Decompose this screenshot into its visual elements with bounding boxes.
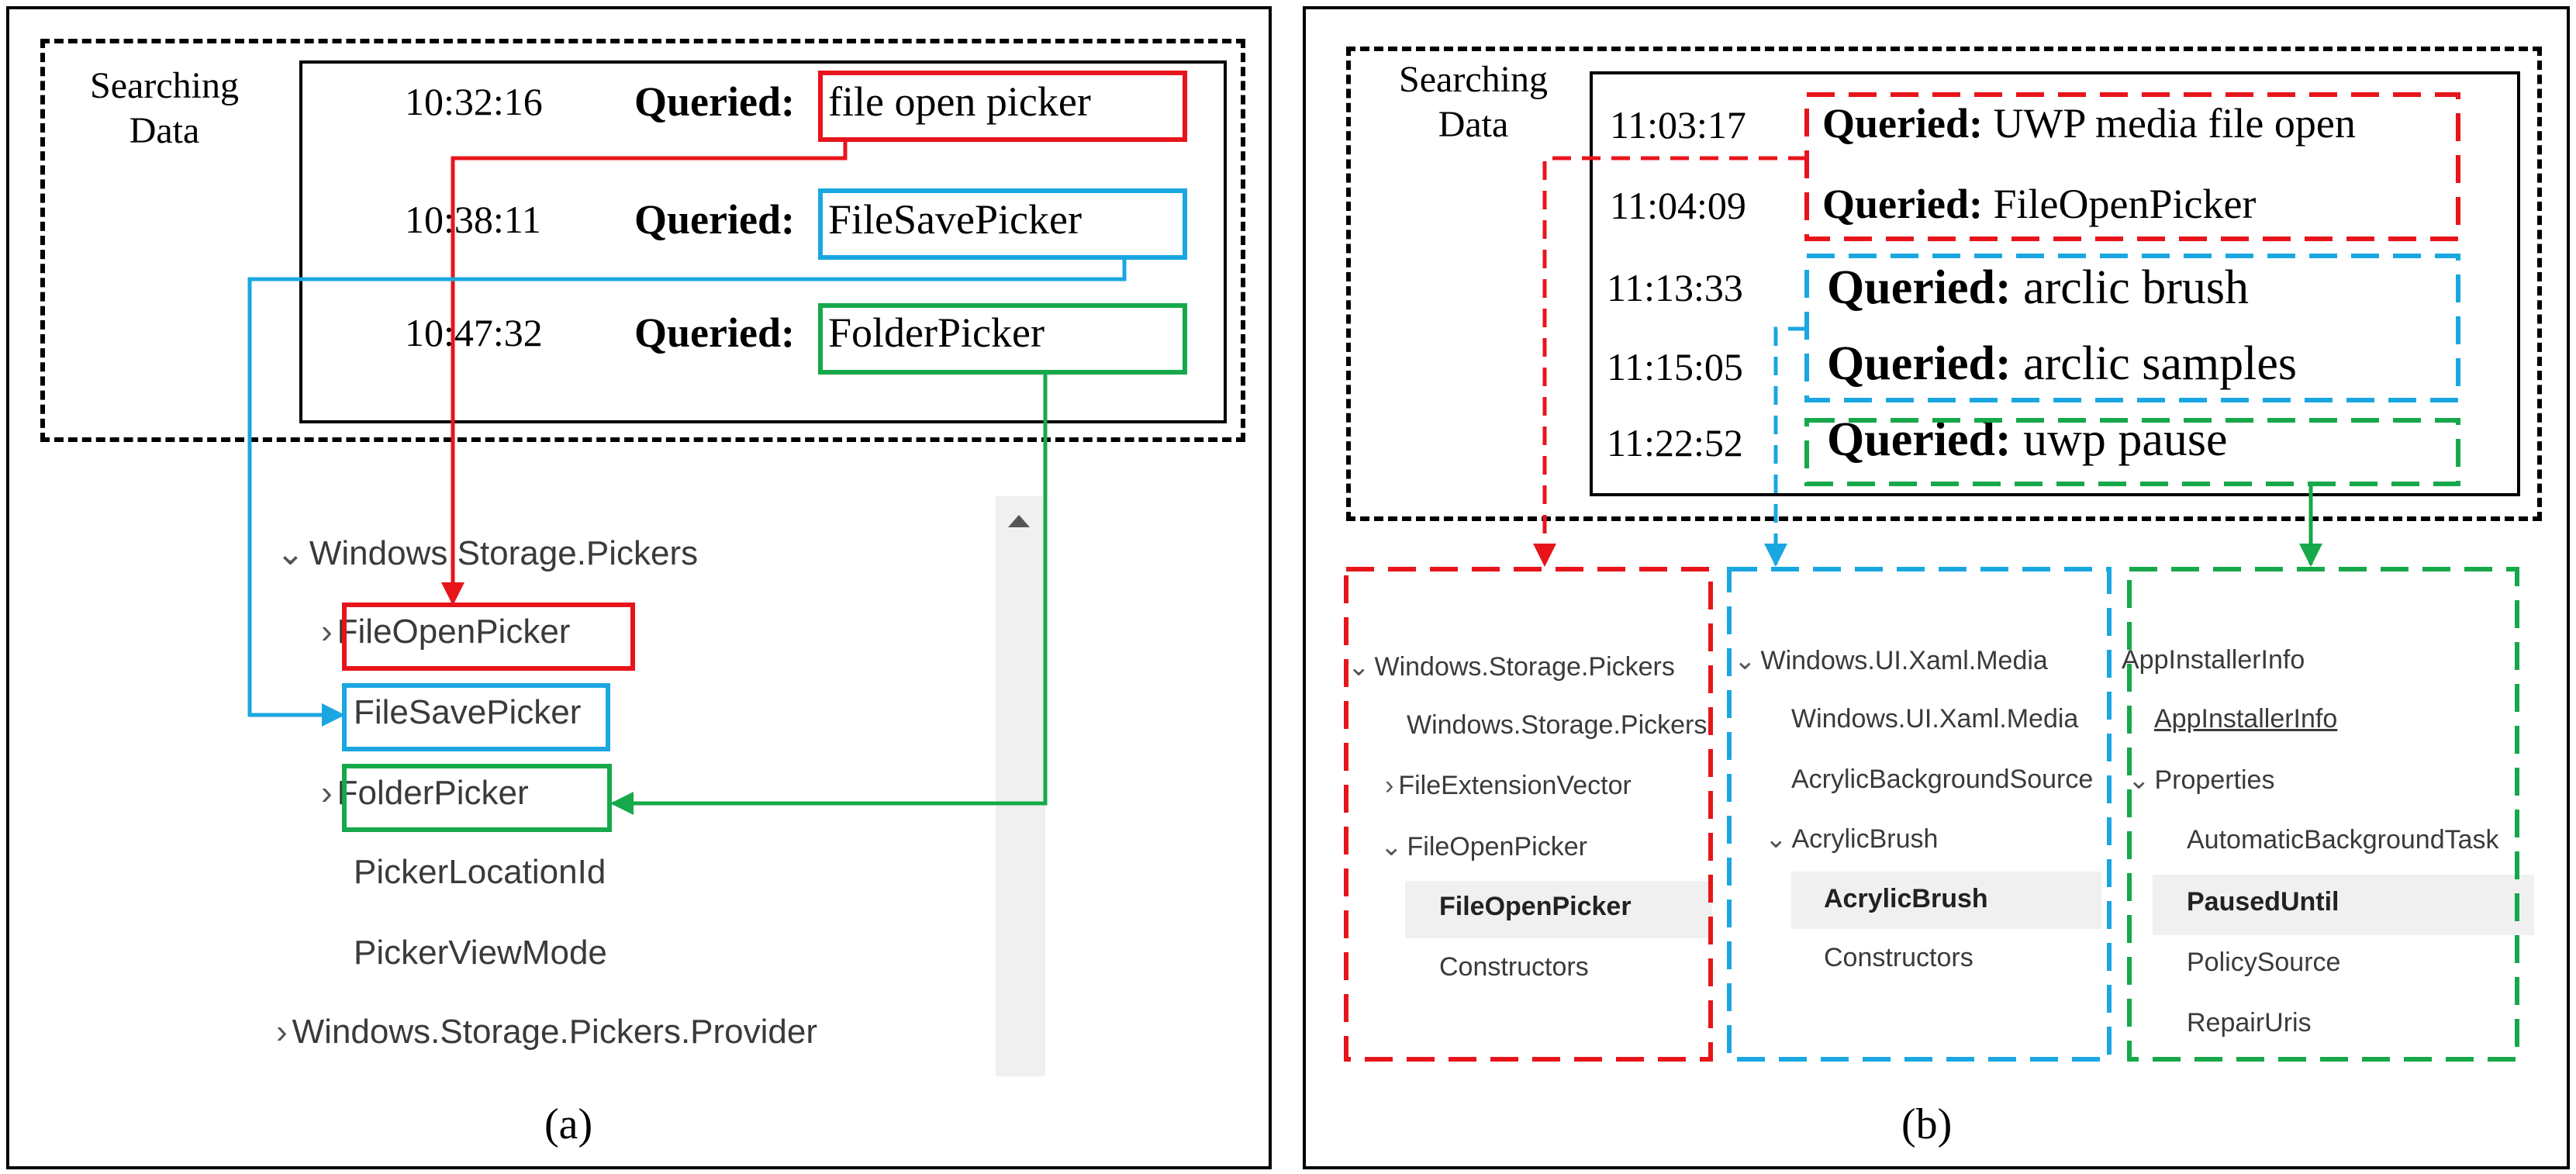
query-label: Queried:: [634, 309, 795, 356]
tree-node[interactable]: RepairUris: [2187, 1008, 2312, 1038]
tree-node-pickerlocationid[interactable]: PickerLocationId: [354, 853, 606, 891]
tree-node[interactable]: ⌄FileOpenPicker: [1380, 832, 1587, 862]
query-text-file-open-picker: file open picker: [828, 78, 1091, 125]
query-time: 11:04:09: [1610, 184, 1746, 227]
tree-highlight-blue: [342, 683, 610, 751]
query-time: 11:22:52: [1607, 421, 1743, 464]
tree-node[interactable]: ⌄Windows.Storage.Pickers: [1348, 652, 1675, 682]
panel-b: [1303, 6, 2570, 1169]
panel-a: [6, 6, 1272, 1169]
selected-row-bg: [2153, 875, 2534, 935]
arrow-green: [610, 372, 1048, 815]
tree-node[interactable]: Constructors: [1824, 943, 1973, 972]
tree-node-selected[interactable]: AcrylicBrush: [1824, 884, 1988, 913]
tree-node[interactable]: PolicySource: [2187, 948, 2341, 977]
panel-a-searching-label: Searching Data: [90, 65, 239, 151]
tree-node-pickerviewmode[interactable]: PickerViewMode: [354, 934, 607, 972]
query-text-folderpicker: FolderPicker: [828, 309, 1045, 356]
chevron-down-icon: ⌄: [1380, 832, 1403, 862]
tree-node[interactable]: AppInstallerInfo: [2122, 645, 2305, 675]
chevron-right-icon: ›: [276, 1013, 288, 1051]
panel-b-searching-label: Searching Data: [1399, 59, 1548, 145]
tree-node[interactable]: Windows.Storage.Pickers: [1407, 710, 1708, 740]
query-label: Queried:: [634, 196, 795, 243]
query-group-blue: [1804, 254, 2460, 402]
tree-node[interactable]: AcrylicBackgroundSource: [1791, 765, 2094, 794]
tree-node-windows-storage-pickers-provider[interactable]: ›Windows.Storage.Pickers.Provider: [276, 1013, 818, 1051]
query-time: 11:15:05: [1607, 345, 1743, 388]
caption-a: (a): [544, 1100, 593, 1148]
query-label: Queried:: [634, 78, 795, 125]
panel-b-query-log: [1590, 71, 2520, 496]
tree-node-selected[interactable]: FileOpenPicker: [1439, 892, 1632, 921]
selected-row-bg: [1405, 881, 1712, 938]
highlight-box-green: [818, 303, 1187, 375]
chevron-down-icon: ⌄: [1734, 646, 1756, 675]
chevron-right-icon: ›: [321, 774, 333, 812]
query-time: 11:13:33: [1607, 266, 1743, 309]
tree-node[interactable]: Constructors: [1439, 952, 1589, 982]
query-time: 11:03:17: [1610, 103, 1746, 147]
query-group-green: [1804, 418, 2460, 486]
tree-node-fileopenpicker[interactable]: ›FileOpenPicker: [321, 613, 571, 651]
tree-node[interactable]: ›FileExtensionVector: [1385, 771, 1632, 800]
tree-node-windows-storage-pickers[interactable]: ⌄Windows.Storage.Pickers: [276, 534, 699, 572]
query-text-filesavepicker: FileSavePicker: [828, 196, 1082, 243]
tree-node[interactable]: AutomaticBackgroundTask: [2187, 825, 2499, 855]
query-row: Queried: FileOpenPicker: [1822, 181, 2257, 227]
query-time: 10:47:32: [405, 311, 543, 354]
tree-node[interactable]: ⌄AcrylicBrush: [1765, 824, 1939, 854]
tree-group-red: [1344, 567, 1713, 1062]
query-group-red: [1804, 92, 2460, 241]
tree-highlight-green: [342, 764, 612, 832]
arrow-red-dashed: [1533, 156, 1807, 567]
arrow-blue: [247, 257, 1127, 727]
query-row: Queried: arclic samples: [1827, 337, 2298, 390]
chevron-right-icon: ›: [321, 613, 333, 651]
highlight-box-blue: [818, 188, 1187, 260]
tree-scrollbar[interactable]: [996, 496, 1045, 1076]
query-row: Queried: arclic brush: [1827, 261, 2250, 314]
tree-node[interactable]: ⌄Windows.UI.Xaml.Media: [1734, 646, 2048, 675]
tree-node-folderpicker[interactable]: ›FolderPicker: [321, 774, 529, 812]
tree-node-filesavepicker[interactable]: FileSavePicker: [354, 693, 582, 731]
query-time: 10:38:11: [405, 198, 541, 241]
tree-group-blue: [1727, 567, 2112, 1062]
panel-a-searching-data-box: [40, 39, 1245, 442]
highlight-box-red: [818, 71, 1187, 142]
selected-row-bg: [1791, 872, 2101, 929]
arrow-red: [441, 140, 848, 606]
tree-node-link[interactable]: AppInstallerInfo: [2154, 704, 2338, 734]
tree-node[interactable]: ⌄Properties: [2128, 765, 2275, 795]
arrow-blue-dashed: [1764, 326, 1807, 567]
scroll-up-icon[interactable]: [1008, 515, 1030, 527]
tree-node-selected[interactable]: PausedUntil: [2187, 887, 2339, 917]
chevron-down-icon: ⌄: [276, 534, 305, 572]
panel-a-query-log: [299, 60, 1227, 423]
tree-node[interactable]: Windows.UI.Xaml.Media: [1791, 704, 2079, 734]
caption-b: (b): [1901, 1100, 1953, 1148]
tree-group-green: [2127, 567, 2519, 1062]
chevron-down-icon: ⌄: [1348, 652, 1370, 682]
tree-highlight-red: [342, 603, 635, 671]
chevron-right-icon: ›: [1385, 771, 1394, 800]
panel-b-searching-data-box: [1346, 47, 2542, 521]
chevron-down-icon: ⌄: [1765, 824, 1787, 854]
query-row: Queried: UWP media file open: [1822, 100, 2356, 147]
query-time: 10:32:16: [405, 80, 543, 123]
